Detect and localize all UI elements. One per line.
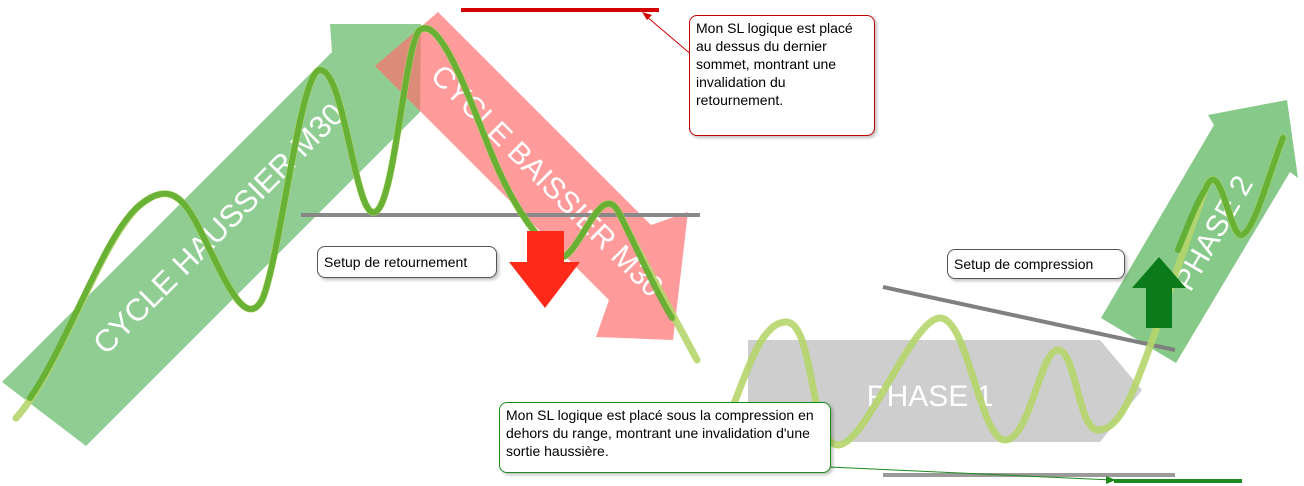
stop-loss-bottom-pointer <box>828 466 1113 481</box>
compression-setup-callout: Setup de compression <box>947 249 1125 279</box>
bullish-cycle-band <box>2 24 421 446</box>
compression-setup-text: Setup de compression <box>954 256 1094 272</box>
compression-resistance-line <box>882 285 1176 352</box>
stop-loss-top-pointer-head <box>642 12 652 20</box>
stop-loss-top-text: Mon SL logique est placé au dessus du de… <box>696 20 853 108</box>
price-curve-highlight <box>27 25 1286 401</box>
stop-loss-bottom-pointer-head <box>1106 476 1116 484</box>
reversal-setup-callout: Setup de retournement <box>317 246 497 278</box>
bearish-cycle-band <box>375 12 688 340</box>
bullish-cycle-label: CYCLE HAUSSIER M30 <box>86 96 351 361</box>
stop-loss-bottom-text: Mon SL logique est placé sous la compres… <box>506 407 814 459</box>
stop-loss-bottom-callout: Mon SL logique est placé sous la compres… <box>499 402 831 473</box>
up-arrow-icon <box>1132 257 1186 328</box>
down-arrow-icon <box>509 231 580 308</box>
stop-loss-top-callout: Mon SL logique est placé au dessus du de… <box>689 15 875 136</box>
reversal-setup-text: Setup de retournement <box>324 254 468 270</box>
stop-loss-top-pointer <box>645 15 694 57</box>
